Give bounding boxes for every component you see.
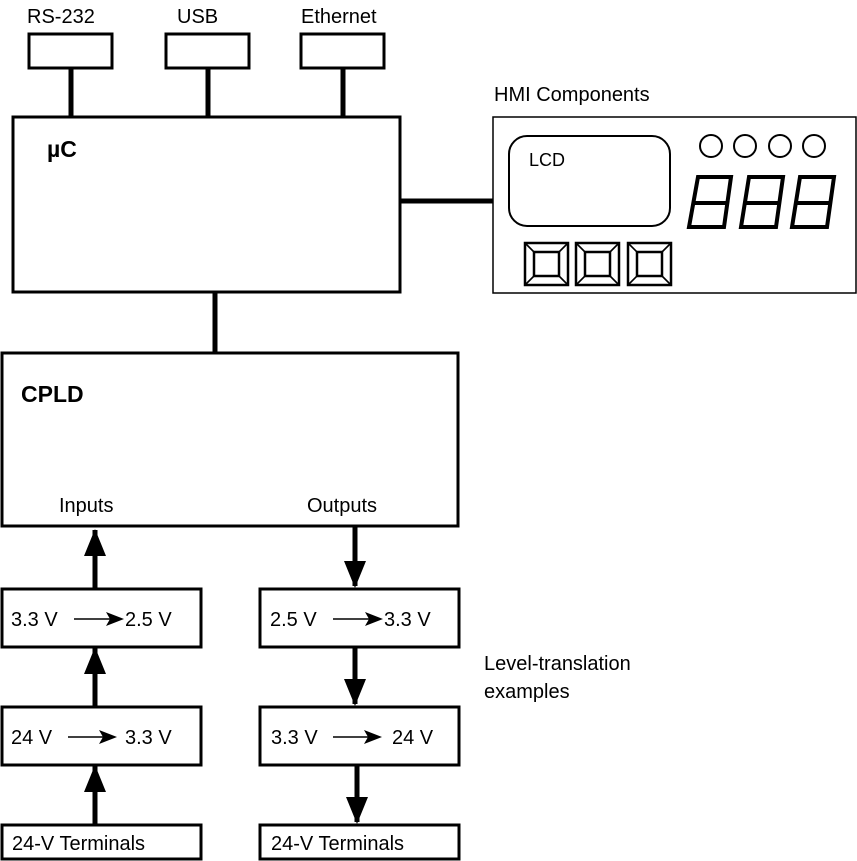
level-translation-note: Level-translation examples	[484, 653, 631, 703]
seven-segment-display	[686, 175, 837, 229]
output-stage-1: 2.5 V 3.3 V	[258, 587, 461, 649]
input-stage-1-to: 2.5 V	[125, 609, 172, 631]
input-terminals-label: 24-V Terminals	[12, 833, 145, 855]
output-stage-1-to: 3.3 V	[384, 609, 431, 631]
output-terminals-label: 24-V Terminals	[271, 833, 404, 855]
output-stage-1-from: 2.5 V	[270, 609, 317, 631]
led-icon	[699, 134, 723, 158]
inputs-label: Inputs	[59, 495, 113, 517]
hmi-buttons	[523, 241, 673, 287]
input-terminals: 24-V Terminals	[0, 823, 203, 861]
lcd-display: LCD	[508, 135, 671, 227]
arrowhead-down-icon	[344, 561, 366, 588]
led-indicators	[699, 134, 826, 158]
led-icon	[733, 134, 757, 158]
input-stage-2: 24 V 3.3 V	[0, 705, 203, 767]
ethernet-box	[299, 32, 386, 70]
push-button-icon	[574, 241, 621, 287]
rs232-box	[27, 32, 114, 70]
output-stage-1-box	[258, 587, 461, 649]
seven-segment-digit-icon	[738, 175, 786, 229]
note-line-1: Level-translation	[484, 653, 631, 675]
output-arrows	[344, 526, 368, 824]
led-icon	[768, 134, 792, 158]
input-arrows	[84, 529, 106, 825]
ethernet-connector: Ethernet	[299, 6, 386, 117]
seven-segment-digit-icon	[686, 175, 734, 229]
translation-arrowhead-icon	[365, 612, 383, 626]
microcontroller-box	[11, 115, 402, 294]
rs232-label: RS-232	[27, 6, 95, 28]
output-terminals: 24-V Terminals	[258, 823, 461, 861]
usb-box	[164, 32, 251, 70]
arrowhead-up-icon	[84, 529, 106, 556]
hmi-panel: HMI Components LCD	[492, 84, 857, 294]
arrowhead-down-icon	[346, 797, 368, 824]
output-stage-2-to: 24 V	[392, 727, 434, 749]
rs232-connector: RS-232	[27, 6, 114, 117]
input-stage-1-from: 3.3 V	[11, 609, 58, 631]
output-terminals-box	[258, 823, 461, 861]
input-terminals-box	[0, 823, 203, 861]
outputs-label: Outputs	[307, 495, 377, 517]
translation-arrowhead-icon	[106, 612, 124, 626]
input-stage-1: 3.3 V 2.5 V	[0, 587, 203, 649]
arrowhead-up-icon	[84, 647, 106, 674]
input-stage-1-box	[0, 587, 203, 649]
output-stage-2: 3.3 V 24 V	[258, 705, 461, 767]
microcontroller-label: µC	[47, 136, 77, 162]
input-stage-2-to: 3.3 V	[125, 727, 172, 749]
arrowhead-down-icon	[344, 679, 366, 706]
ethernet-label: Ethernet	[301, 6, 377, 28]
arrowhead-up-icon	[84, 765, 106, 792]
translation-arrowhead-icon	[364, 730, 382, 744]
hmi-title: HMI Components	[494, 84, 650, 106]
usb-connector: USB	[164, 6, 251, 117]
seven-segment-digit-icon	[789, 175, 837, 229]
output-stage-2-box	[258, 705, 461, 767]
push-button-icon	[626, 241, 673, 287]
output-stage-2-from: 3.3 V	[271, 727, 318, 749]
led-icon	[802, 134, 826, 158]
microcontroller-block: µC	[11, 115, 402, 294]
translation-arrowhead-icon	[99, 730, 117, 744]
cpld-label: CPLD	[21, 381, 84, 407]
cpld-box	[0, 351, 460, 528]
input-stage-2-from: 24 V	[11, 727, 53, 749]
input-stage-2-box	[0, 705, 203, 767]
lcd-label: LCD	[529, 150, 565, 170]
note-line-2: examples	[484, 681, 570, 703]
push-button-icon	[523, 241, 570, 287]
lcd-screen	[508, 135, 671, 227]
cpld-block: CPLD Inputs Outputs	[0, 351, 460, 528]
usb-label: USB	[177, 6, 218, 28]
